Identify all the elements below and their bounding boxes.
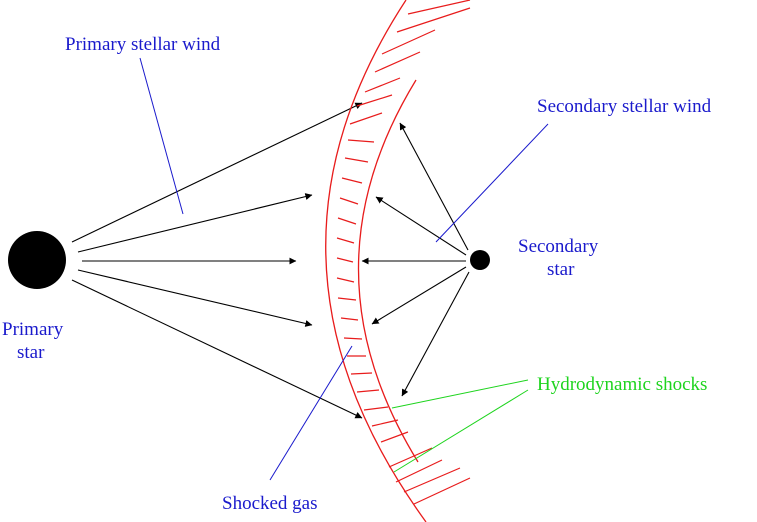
secondary-wind-arrow xyxy=(399,122,469,251)
inner-shock-arc xyxy=(357,79,419,463)
primary-wind-arrow xyxy=(71,279,363,419)
primary-wind-arrow xyxy=(77,193,313,253)
green-leader-lines xyxy=(391,379,529,473)
shocked-gas-leader xyxy=(269,345,353,481)
secondary-wind-arrow xyxy=(371,266,467,325)
primary-star-label-line1: Primary xyxy=(2,319,64,340)
secondary-wind-arrow xyxy=(375,196,467,256)
secondary-star xyxy=(470,250,490,270)
primary-star xyxy=(8,231,66,289)
shocked-gas-hatching xyxy=(336,139,409,443)
secondary-wind-leader xyxy=(435,123,549,243)
blue-labels: Primary stellar wind Secondary stellar w… xyxy=(2,34,712,514)
primary-wind-leader xyxy=(139,57,184,215)
hydro-shock-leader-2 xyxy=(393,389,529,473)
shock-layer xyxy=(325,0,427,522)
secondary-star-label-line2: star xyxy=(547,259,575,280)
shocked-gas-label: Shocked gas xyxy=(222,493,318,514)
primary-wind-label: Primary stellar wind xyxy=(65,34,221,55)
secondary-star-label-line1: Secondary xyxy=(518,236,599,257)
secondary-wind-arrow xyxy=(401,271,470,397)
primary-star-label-line2: star xyxy=(17,342,45,363)
hydro-shocks-label: Hydrodynamic shocks xyxy=(537,374,707,395)
primary-wind-arrow xyxy=(77,269,313,327)
secondary-wind-arrows xyxy=(361,122,470,397)
primary-wind-arrows xyxy=(71,102,363,419)
outer-shock-hatching xyxy=(349,0,471,505)
hydro-shock-leader-1 xyxy=(391,379,529,409)
secondary-wind-label: Secondary stellar wind xyxy=(537,96,712,117)
blue-leader-lines xyxy=(139,57,549,481)
primary-wind-arrow xyxy=(71,102,363,243)
outer-shock-arc xyxy=(325,0,427,522)
